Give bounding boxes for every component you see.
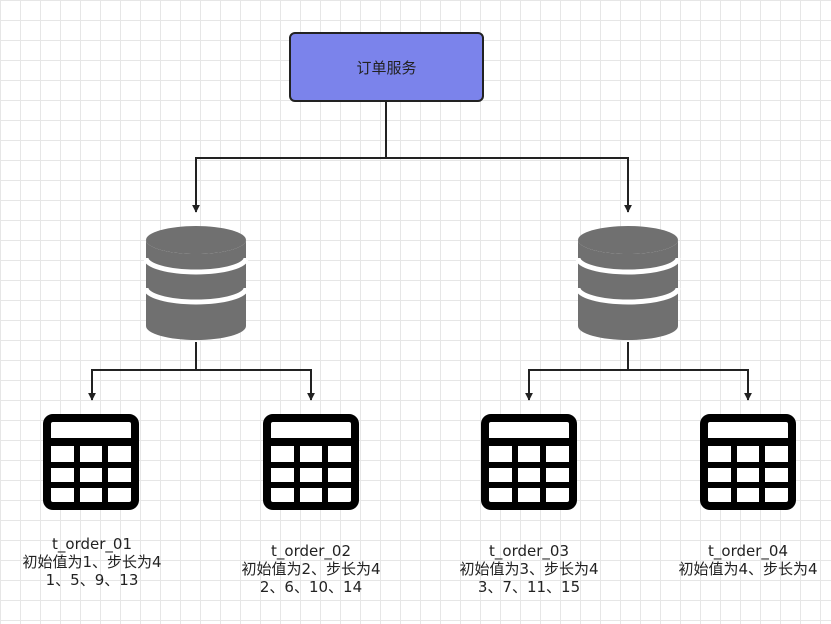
- table-icon: [263, 414, 359, 510]
- table-rule: 初始值为4、步长为4: [678, 560, 818, 578]
- table-icon: [700, 414, 796, 510]
- table-label: t_order_01 初始值为1、步长为4 1、5、9、13: [0, 535, 187, 589]
- table-name: t_order_04: [708, 542, 788, 560]
- table-icon: [481, 414, 577, 510]
- table-name: t_order_01: [52, 535, 132, 553]
- order-service-node: 订单服务: [289, 32, 484, 102]
- table-label: t_order_03 初始值为3、步长为4 3、7、11、15: [434, 542, 624, 596]
- connector-db-2-to-table-3: [525, 369, 628, 401]
- database-icon: [143, 226, 249, 340]
- connector-db-2-to-table-4: [628, 369, 752, 401]
- table-values: 3、7、11、15: [477, 578, 581, 596]
- table-label: t_order_02 初始值为2、步长为4 2、6、10、14: [216, 542, 406, 596]
- table-name: t_order_02: [271, 542, 351, 560]
- table-rule: 初始值为2、步长为4: [241, 560, 381, 578]
- connector-db-1-to-table-1: [88, 369, 196, 401]
- database-icon: [575, 226, 681, 340]
- connector-service-to-db-2: [386, 157, 632, 213]
- table-values: 2、6、10、14: [259, 578, 363, 596]
- table-rule: 初始值为3、步长为4: [459, 560, 599, 578]
- table-icon: [43, 414, 139, 510]
- table-values: 1、5、9、13: [45, 571, 139, 589]
- order-service-label: 订单服务: [356, 58, 417, 77]
- connector-db-1-to-table-2: [196, 369, 315, 401]
- table-label: t_order_04 初始值为4、步长为4: [653, 542, 831, 578]
- table-rule: 初始值为1、步长为4: [22, 553, 162, 571]
- connector-service-to-db-1: [192, 157, 386, 213]
- table-name: t_order_03: [489, 542, 569, 560]
